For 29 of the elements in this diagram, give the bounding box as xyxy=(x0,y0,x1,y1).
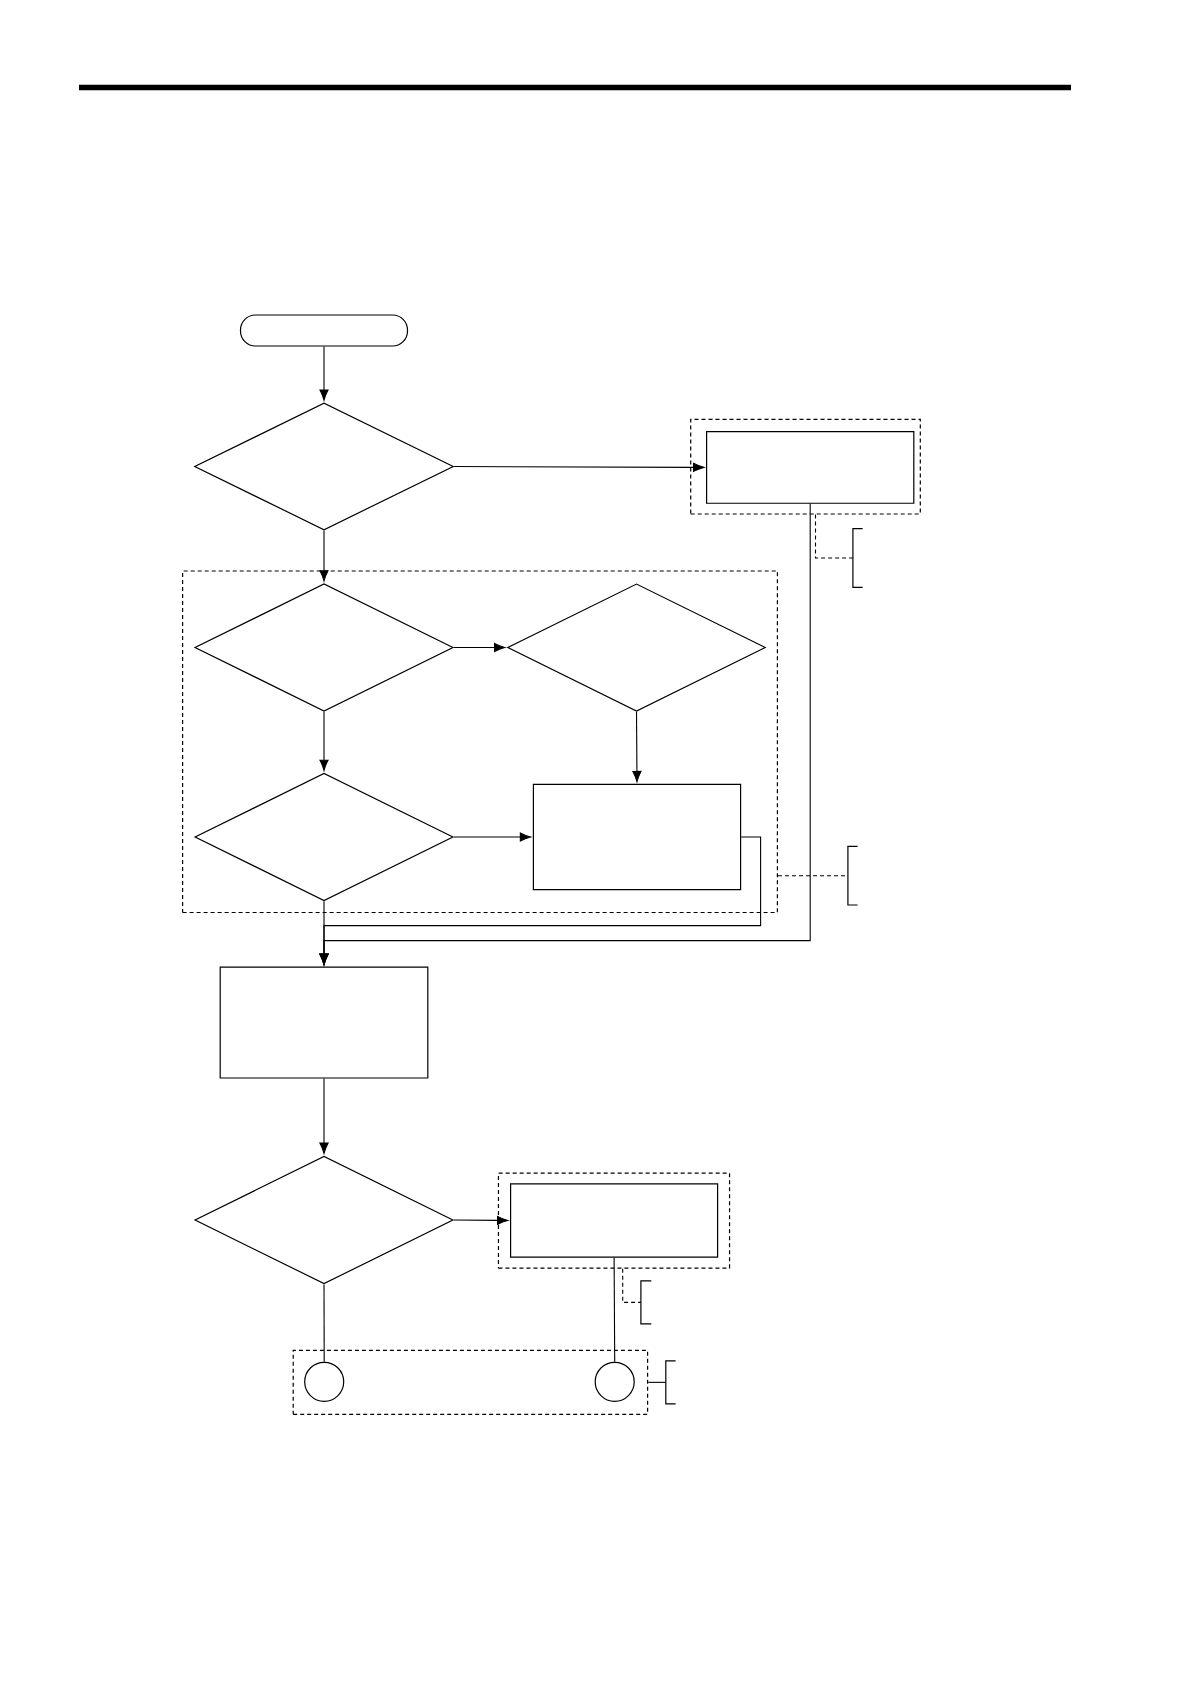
arrow xyxy=(453,462,705,472)
process-box xyxy=(532,783,742,891)
callout-bracket xyxy=(852,528,864,588)
connector-circle xyxy=(594,1361,635,1402)
leader-line xyxy=(622,1268,642,1303)
arrow xyxy=(319,1078,329,1154)
callout-bracket xyxy=(847,845,859,906)
arrow xyxy=(632,711,642,783)
connector-circle xyxy=(304,1361,345,1402)
leader-line xyxy=(647,1381,667,1383)
arrow xyxy=(319,346,329,401)
leader-line xyxy=(814,514,854,559)
connector-line xyxy=(323,1283,325,1363)
callout-bracket xyxy=(640,1280,652,1325)
process-box xyxy=(219,966,429,1079)
dashed-group-box xyxy=(292,1349,649,1415)
arrow xyxy=(319,711,329,771)
arrow xyxy=(453,832,532,842)
callout-bracket xyxy=(665,1360,677,1405)
process-box xyxy=(510,1183,719,1258)
dashed-group-box xyxy=(690,418,921,515)
arrow xyxy=(319,530,329,582)
dashed-group-box xyxy=(497,1172,731,1269)
connector-line xyxy=(613,1257,616,1363)
arrow xyxy=(453,1215,509,1225)
arrow xyxy=(319,503,811,965)
dashed-group-box xyxy=(182,570,778,914)
arrow xyxy=(453,642,506,653)
process-box xyxy=(706,430,915,504)
